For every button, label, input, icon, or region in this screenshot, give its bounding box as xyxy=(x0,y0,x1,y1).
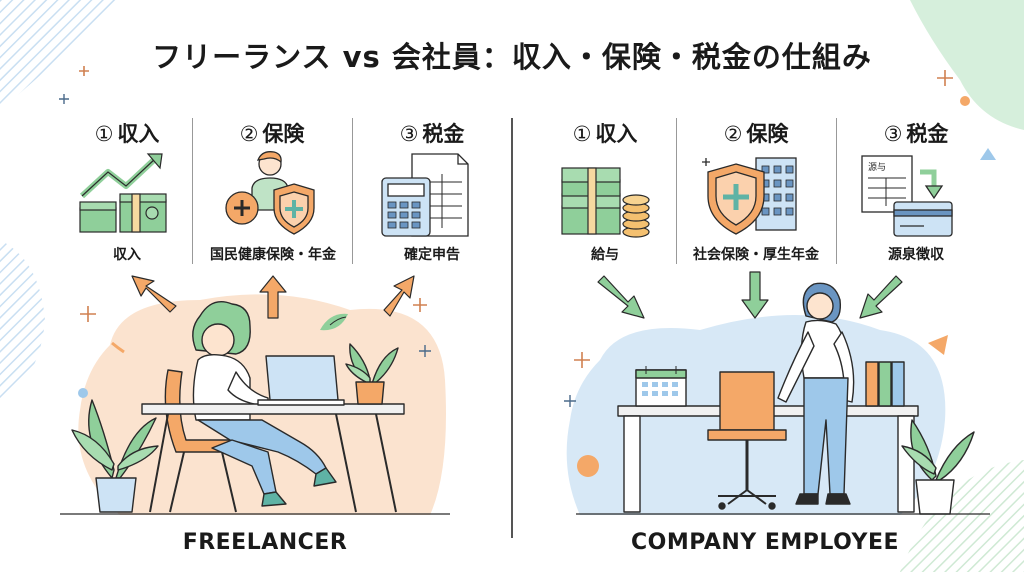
freelancer-label: FREELANCER xyxy=(182,530,348,555)
calendar-icon xyxy=(635,366,687,407)
shield-building-icon xyxy=(702,157,797,235)
arrow-down-right-icon xyxy=(597,275,645,319)
employee-insurance-caption: 社会保険・厚生年金 xyxy=(693,247,819,263)
column-divider xyxy=(676,118,677,264)
arrow-up-icon xyxy=(259,275,287,319)
center-divider xyxy=(511,118,513,538)
office-chair xyxy=(719,371,775,431)
freelancer-tax-caption: 確定申告 xyxy=(404,247,460,263)
column-divider xyxy=(836,118,837,264)
company-employee-label: COMPANY EMPLOYEE xyxy=(630,530,900,555)
arrow-down-icon xyxy=(741,271,769,319)
left-stripes xyxy=(0,240,45,400)
slip-label: 源与 xyxy=(868,162,886,173)
person-insurance-icon xyxy=(225,151,315,235)
bottom-right-stripes xyxy=(900,460,1024,572)
binders-icon xyxy=(865,361,905,407)
freelancer-income-caption: 収入 xyxy=(113,247,141,263)
column-divider xyxy=(352,118,353,264)
money-stack-icon xyxy=(561,167,650,238)
employee-tax-caption: 源泉徴収 xyxy=(888,247,944,263)
freelancer-insurance-caption: 国民健康保険・年金 xyxy=(210,247,336,263)
calculator-document-icon xyxy=(381,153,469,237)
top-right-blob xyxy=(910,0,1024,130)
withholding-slip-icon: 源与 xyxy=(861,155,953,237)
desk-plant-icon xyxy=(345,343,399,405)
money-growth-icon xyxy=(79,153,167,233)
arrow-down-left-icon xyxy=(859,275,903,319)
arrow-up-right-icon xyxy=(383,275,415,317)
arrow-up-left-icon xyxy=(131,275,177,313)
employee-income-caption: 給与 xyxy=(591,247,619,263)
top-left-stripes xyxy=(0,0,120,110)
column-divider xyxy=(192,118,193,264)
page-title: フリーランス vs 会社員：収入・保険・税金の仕組み xyxy=(152,40,872,74)
potted-plant-icon xyxy=(71,399,159,513)
